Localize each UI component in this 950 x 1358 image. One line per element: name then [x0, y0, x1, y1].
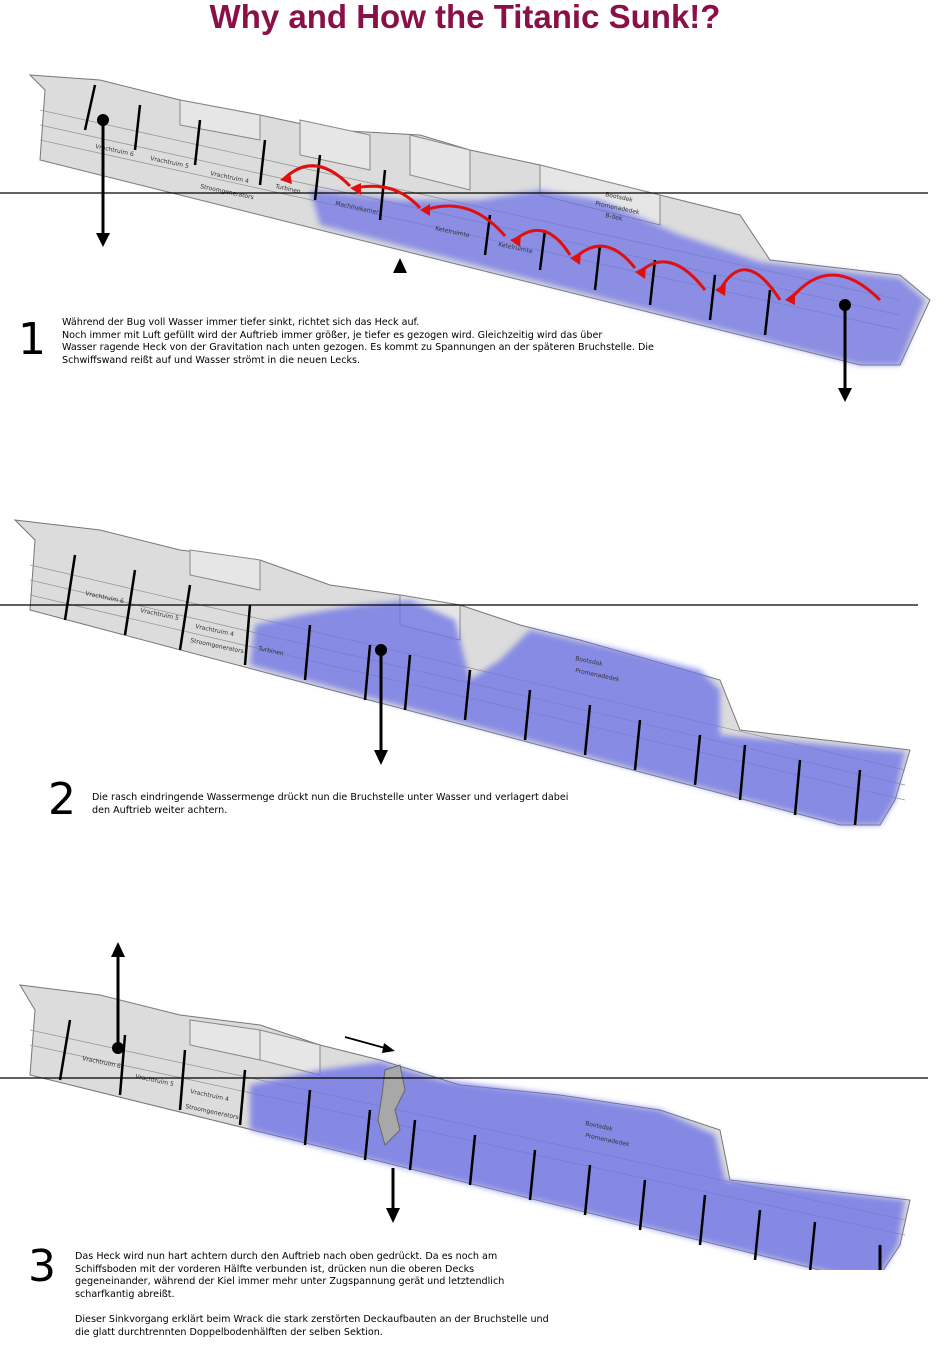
stage-2-description: Die rasch eindringende Wassermenge drück… — [92, 792, 612, 817]
stage-3-diagram: Vrachtruim 6 Vrachtruim 5 Vrachtruim 4 S… — [0, 930, 950, 1270]
pivot-marker — [393, 258, 407, 273]
compression-arrow — [345, 1037, 395, 1053]
stage-3-description: Das Heck wird nun hart achtern durch den… — [75, 1251, 595, 1339]
stage-1-number: 1 — [18, 318, 46, 362]
stage-3-number: 3 — [28, 1245, 56, 1289]
stage-1-description: Während der Bug voll Wasser immer tiefer… — [62, 317, 682, 367]
downward-arrow — [386, 1168, 400, 1223]
page-title: Why and How the Titanic Sunk!? — [0, 0, 930, 34]
flooded-section — [250, 1062, 905, 1270]
stage-2-number: 2 — [48, 778, 76, 822]
